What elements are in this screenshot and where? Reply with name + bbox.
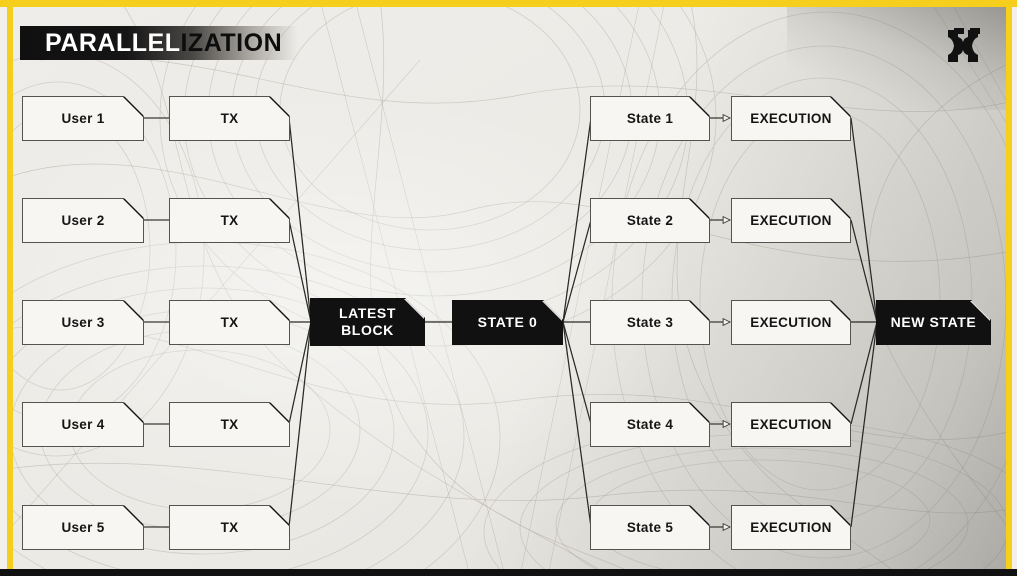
- tx-node-4[interactable]: TX: [169, 402, 290, 447]
- user-node-3[interactable]: User 3: [22, 300, 144, 345]
- tx-node-3[interactable]: TX: [169, 300, 290, 345]
- frame-right-accent: [1006, 0, 1012, 570]
- execution-node-2[interactable]: EXECUTION: [731, 198, 851, 243]
- state-node-3[interactable]: State 3: [590, 300, 710, 345]
- execution-node-4[interactable]: EXECUTION: [731, 402, 851, 447]
- title-accent-bar: [27, 26, 33, 60]
- user-node-5[interactable]: User 5: [22, 505, 144, 550]
- state-node-1[interactable]: State 1: [590, 96, 710, 141]
- latest-block-line-1: LATEST: [338, 304, 396, 321]
- monad-logo-icon: [948, 28, 980, 62]
- state-node-5[interactable]: State 5: [590, 505, 710, 550]
- execution-node-3[interactable]: EXECUTION: [731, 300, 851, 345]
- state-node-2[interactable]: State 2: [590, 198, 710, 243]
- new-state-node[interactable]: NEW STATE: [876, 300, 991, 345]
- state-node-4[interactable]: State 4: [590, 402, 710, 447]
- frame-left-accent: [7, 0, 13, 570]
- state-zero-node[interactable]: STATE 0: [452, 300, 563, 345]
- tx-node-2[interactable]: TX: [169, 198, 290, 243]
- user-node-4[interactable]: User 4: [22, 402, 144, 447]
- execution-node-1[interactable]: EXECUTION: [731, 96, 851, 141]
- frame-right-margin: [1012, 7, 1017, 569]
- title-text-primary: PARALLEL: [45, 28, 181, 57]
- tx-node-1[interactable]: TX: [169, 96, 290, 141]
- tx-node-5[interactable]: TX: [169, 505, 290, 550]
- user-node-1[interactable]: User 1: [22, 96, 144, 141]
- frame-top-accent: [0, 0, 1017, 7]
- frame-left-margin: [0, 7, 7, 569]
- latest-block-node[interactable]: LATEST BLOCK: [310, 298, 425, 346]
- user-node-2[interactable]: User 2: [22, 198, 144, 243]
- frame-bottom-bar: [0, 569, 1017, 576]
- execution-node-5[interactable]: EXECUTION: [731, 505, 851, 550]
- title-text-secondary: IZATION: [180, 28, 283, 57]
- latest-block-line-2: BLOCK: [341, 322, 394, 338]
